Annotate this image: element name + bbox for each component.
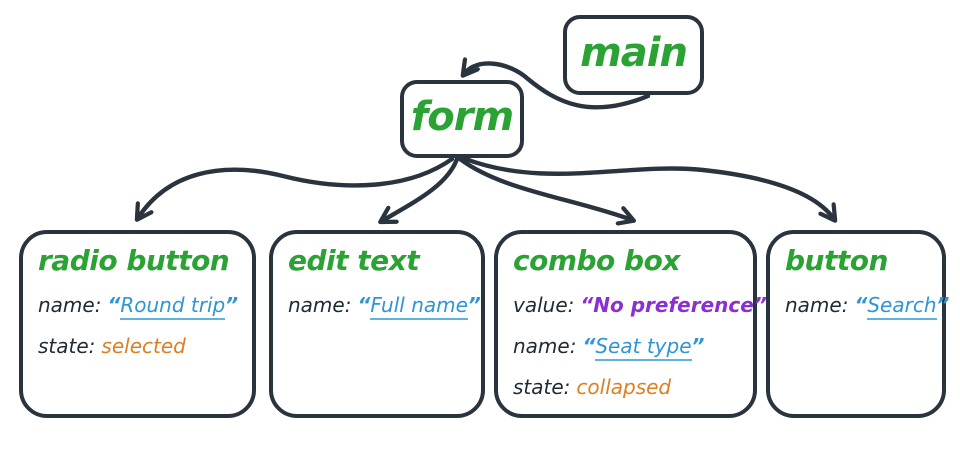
open-quote: “ [582,333,596,358]
node-button-title: button [785,244,888,277]
edge-form-to-radio-button [138,156,455,218]
edge-form-to-button [460,155,834,219]
node-form-label: form [410,94,514,140]
edge-form-to-edit-text [382,156,460,221]
property-value: No preference [593,292,754,317]
property-key: state: [513,374,571,399]
property-key: name: [38,292,102,317]
node-edit-text: edit text name:“Full name” [269,230,485,418]
close-quote: ” [753,292,767,317]
combo-box-value-property: value:“No preference” [513,292,767,318]
close-quote: ” [936,292,950,317]
node-radio-button-title: radio button [38,244,230,277]
node-combo-box-title: combo box [513,244,680,277]
combo-box-state-property: state:collapsed [513,374,739,400]
property-key: name: [785,292,849,317]
close-quote: ” [691,333,705,358]
node-button: button name:“Search” [766,230,949,418]
property-value: Round trip [120,292,226,320]
property-value: collapsed [576,374,672,399]
button-name-property: name:“Search” [785,292,949,320]
node-main-label: main [580,30,688,76]
radio-button-name-property: name:“Round trip” [38,292,239,320]
close-quote: ” [467,292,481,317]
node-form: form [400,80,524,158]
open-quote: “ [107,292,121,317]
property-value: selected [101,333,186,358]
node-edit-text-title: edit text [288,244,420,277]
radio-button-state-property: state:selected [38,333,238,359]
node-radio-button: radio button name:“Round trip” state:sel… [19,230,256,418]
node-main: main [563,15,704,95]
property-value: Seat type [595,333,692,361]
edge-form-to-combo-box [457,156,632,220]
combo-box-name-property: name:“Seat type” [513,333,739,361]
property-key: name: [288,292,352,317]
open-quote: “ [357,292,371,317]
property-value: Search [867,292,937,320]
open-quote: “ [580,292,594,317]
node-combo-box: combo box value:“No preference” name:“Se… [494,230,767,418]
property-key: name: [513,333,577,358]
property-key: state: [38,333,96,358]
open-quote: “ [854,292,868,317]
close-quote: ” [225,292,239,317]
edit-text-name-property: name:“Full name” [288,292,481,320]
property-value: Full name [370,292,468,320]
property-key: value: [513,292,575,317]
